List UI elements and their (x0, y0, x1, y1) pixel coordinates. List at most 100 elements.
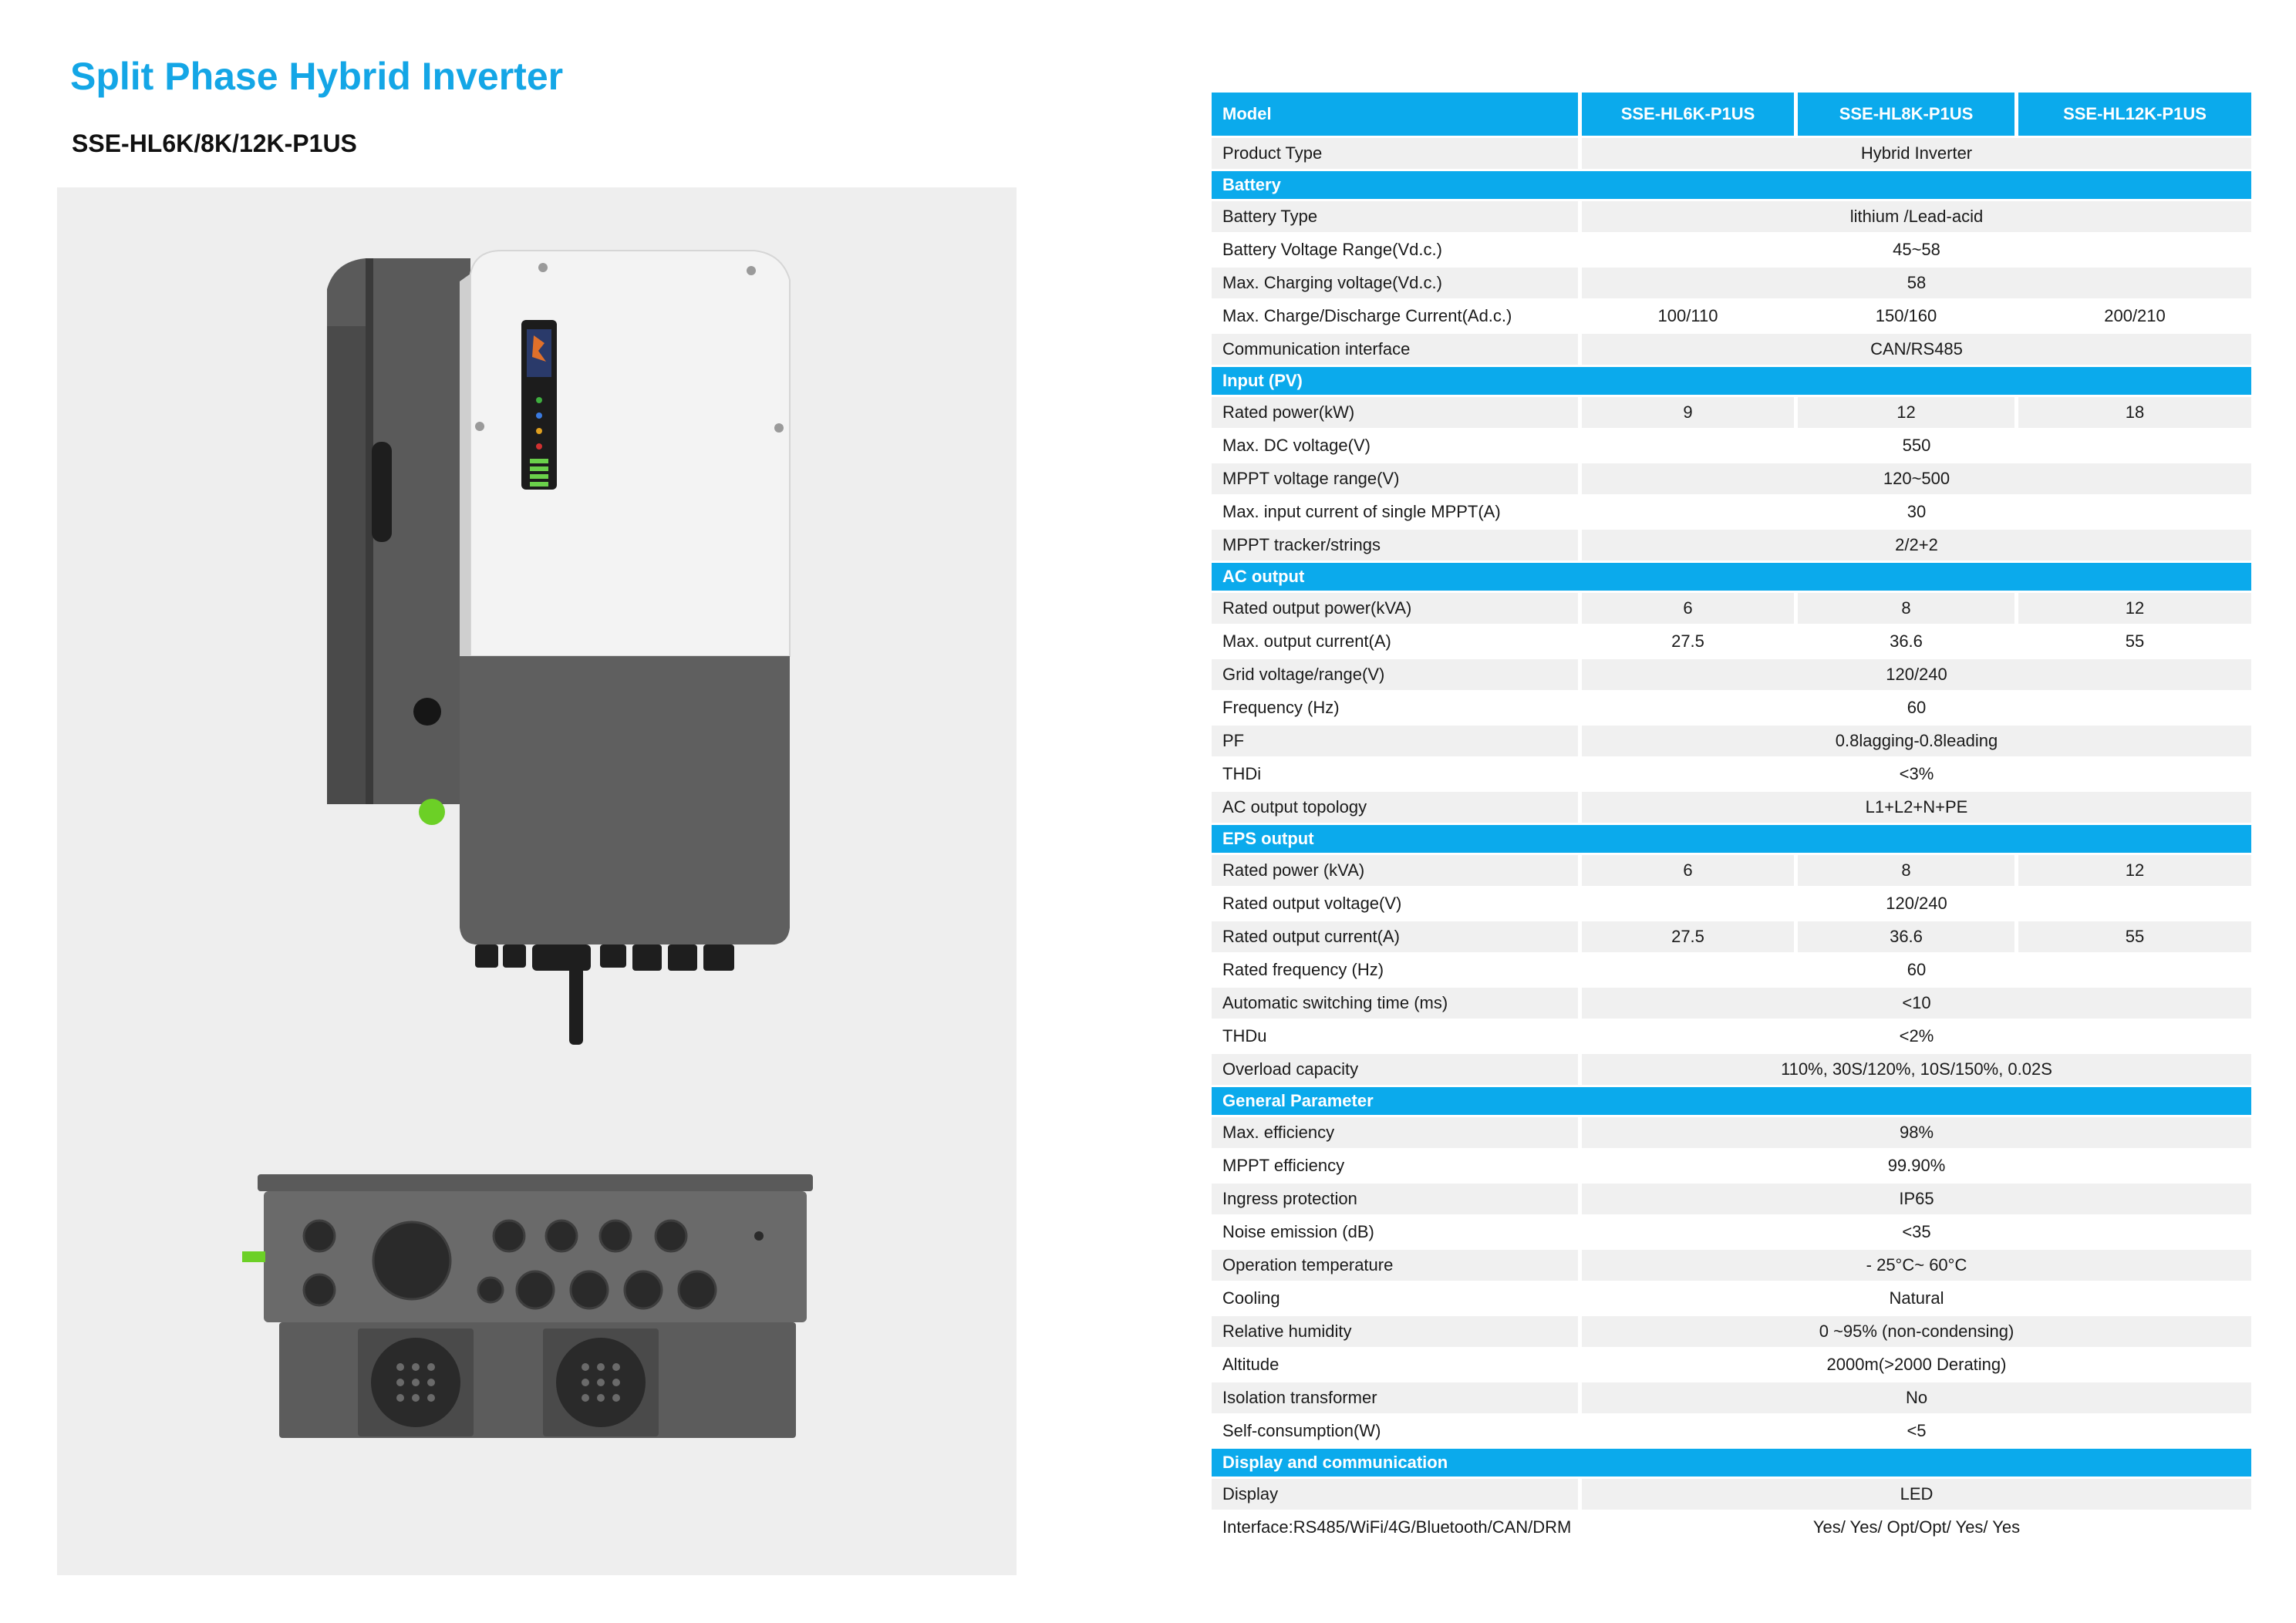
row-value: 99.90% (1582, 1150, 2251, 1184)
spec-table: Model SSE-HL6K-P1US SSE-HL8K-P1US SSE-HL… (1212, 93, 2251, 1545)
row-value: 55 (2018, 626, 2251, 659)
row-label: THDi (1212, 759, 1582, 792)
row-value: <2% (1582, 1021, 2251, 1054)
row-label: Interface:RS485/WiFi/4G/Bluetooth/CAN/DR… (1212, 1512, 1582, 1545)
section-header: AC output (1212, 563, 2251, 593)
row-label: Max. DC voltage(V) (1212, 430, 1582, 463)
row-label: Noise emission (dB) (1212, 1217, 1582, 1250)
row-value: 45~58 (1582, 234, 2251, 268)
row-value: - 25°C~ 60°C (1582, 1250, 2251, 1283)
section-header: Display and communication (1212, 1449, 2251, 1479)
row-value: 8 (1798, 855, 2018, 888)
row-value: 150/160 (1798, 301, 2018, 334)
product-photo-panel (57, 187, 1017, 1575)
row-label: PF (1212, 726, 1582, 759)
row-value: 27.5 (1582, 921, 1798, 955)
section-header: EPS output (1212, 825, 2251, 855)
row-value: <3% (1582, 759, 2251, 792)
row-label: Operation temperature (1212, 1250, 1582, 1283)
row-value: 120/240 (1582, 659, 2251, 692)
row-value: 27.5 (1582, 626, 1798, 659)
row-value: 58 (1582, 268, 2251, 301)
row-value: 6 (1582, 593, 1798, 626)
row-value: 550 (1582, 430, 2251, 463)
row-label: Product Type (1212, 138, 1582, 171)
table-row: Battery Voltage Range(Vd.c.)45~58 (1212, 234, 2251, 268)
row-value: 36.6 (1798, 626, 2018, 659)
row-value: 60 (1582, 692, 2251, 726)
row-label: MPPT tracker/strings (1212, 530, 1582, 563)
row-label: Rated power(kW) (1212, 397, 1582, 430)
spec-header-row: Model SSE-HL6K-P1US SSE-HL8K-P1US SSE-HL… (1212, 93, 2251, 138)
row-label: AC output topology (1212, 792, 1582, 825)
row-value: lithium /Lead-acid (1582, 201, 2251, 234)
section-header: General Parameter (1212, 1087, 2251, 1117)
row-value: 12 (2018, 593, 2251, 626)
row-value: 12 (1798, 397, 2018, 430)
table-row: Noise emission (dB)<35 (1212, 1217, 2251, 1250)
table-row: Max. DC voltage(V)550 (1212, 430, 2251, 463)
table-row: Grid voltage/range(V)120/240 (1212, 659, 2251, 692)
row-value: 2/2+2 (1582, 530, 2251, 563)
row-value: <5 (1582, 1416, 2251, 1449)
row-label: Isolation transformer (1212, 1382, 1582, 1416)
table-row: Rated frequency (Hz)60 (1212, 955, 2251, 988)
row-label: Max. output current(A) (1212, 626, 1582, 659)
row-value: 120/240 (1582, 888, 2251, 921)
section-title: EPS output (1212, 825, 2251, 855)
table-row: Interface:RS485/WiFi/4G/Bluetooth/CAN/DR… (1212, 1512, 2251, 1545)
row-value: 55 (2018, 921, 2251, 955)
table-row: Max. input current of single MPPT(A)30 (1212, 497, 2251, 530)
section-title: AC output (1212, 563, 2251, 593)
row-label: Rated power (kVA) (1212, 855, 1582, 888)
inverter-front-image (327, 250, 791, 1045)
row-value: 0.8lagging-0.8leading (1582, 726, 2251, 759)
row-label: Rated output voltage(V) (1212, 888, 1582, 921)
row-value: LED (1582, 1479, 2251, 1512)
row-value: 2000m(>2000 Derating) (1582, 1349, 2251, 1382)
section-title: Input (PV) (1212, 367, 2251, 397)
row-value: 6 (1582, 855, 1798, 888)
row-label: MPPT efficiency (1212, 1150, 1582, 1184)
row-value: 18 (2018, 397, 2251, 430)
row-label: Max. Charging voltage(Vd.c.) (1212, 268, 1582, 301)
header-model: Model (1212, 93, 1582, 138)
row-label: THDu (1212, 1021, 1582, 1054)
row-label: Rated frequency (Hz) (1212, 955, 1582, 988)
row-label: Battery Voltage Range(Vd.c.) (1212, 234, 1582, 268)
row-label: Max. efficiency (1212, 1117, 1582, 1150)
row-value: 30 (1582, 497, 2251, 530)
section-title: Display and communication (1212, 1449, 2251, 1479)
row-label: Self-consumption(W) (1212, 1416, 1582, 1449)
row-label: Display (1212, 1479, 1582, 1512)
row-value: CAN/RS485 (1582, 334, 2251, 367)
row-label: Altitude (1212, 1349, 1582, 1382)
row-label: Rated output current(A) (1212, 921, 1582, 955)
row-value: 0 ~95% (non-condensing) (1582, 1316, 2251, 1349)
row-value: 9 (1582, 397, 1798, 430)
model-subtitle: SSE-HL6K/8K/12K-P1US (72, 130, 357, 157)
table-row: THDu<2% (1212, 1021, 2251, 1054)
row-value: IP65 (1582, 1184, 2251, 1217)
row-label: Grid voltage/range(V) (1212, 659, 1582, 692)
header-model-3: SSE-HL12K-P1US (2018, 93, 2251, 138)
row-label: Overload capacity (1212, 1054, 1582, 1087)
row-value: L1+L2+N+PE (1582, 792, 2251, 825)
row-label: Relative humidity (1212, 1316, 1582, 1349)
row-value: No (1582, 1382, 2251, 1416)
